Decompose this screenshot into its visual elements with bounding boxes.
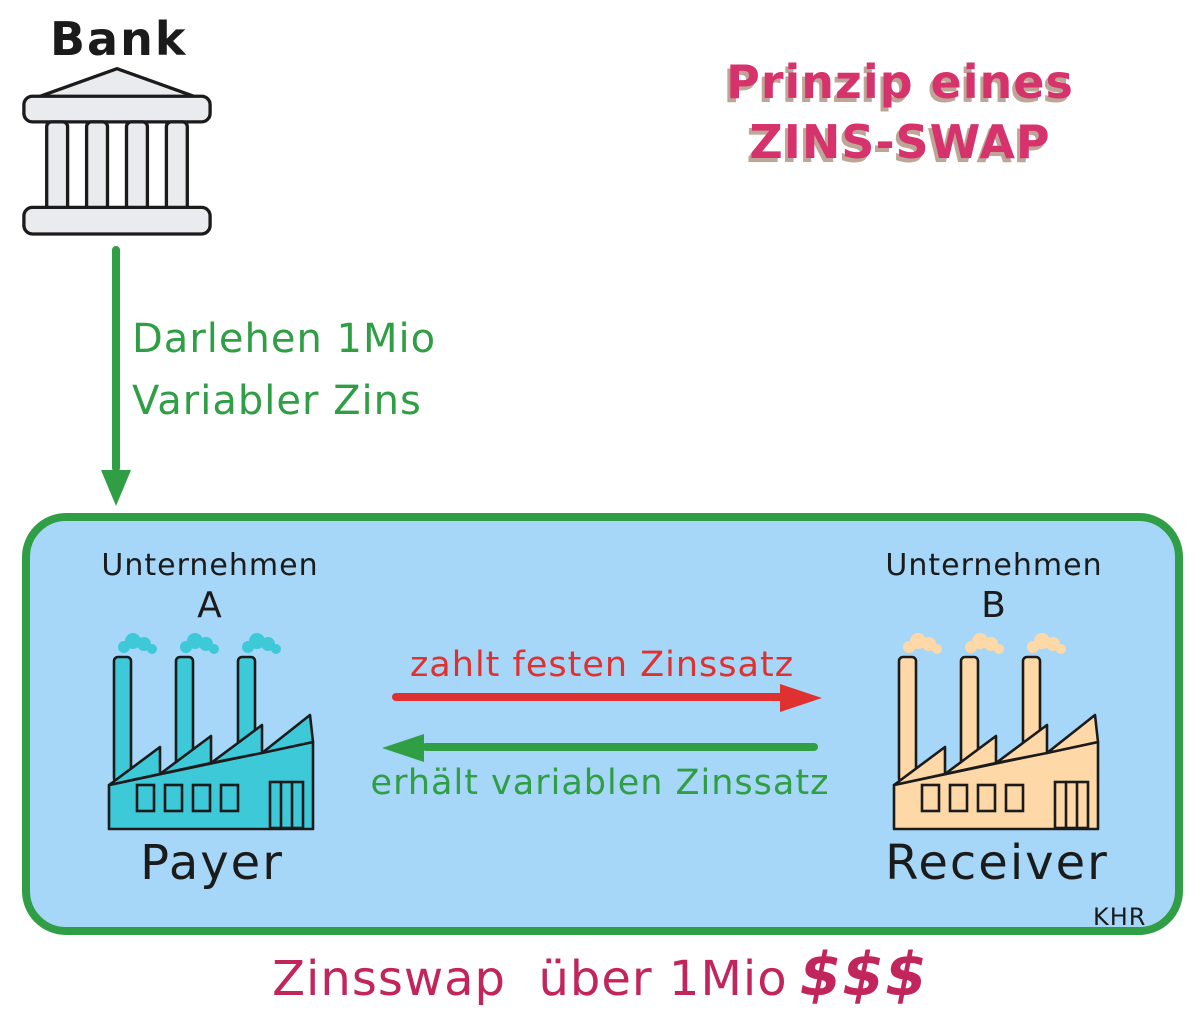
arrow-right-icon bbox=[780, 684, 822, 712]
receiver-label: Receiver bbox=[885, 835, 1109, 891]
company-a-name-text: Unternehmen bbox=[101, 548, 319, 583]
title-line1: Prinzip eines bbox=[726, 55, 1074, 109]
company-b-letter: B bbox=[981, 585, 1007, 626]
loan-arrow-shaft bbox=[112, 246, 120, 472]
swap-box: Unternehmen A bbox=[22, 513, 1183, 935]
company-b-name-text: Unternehmen bbox=[885, 548, 1103, 583]
bank-label: Bank bbox=[50, 12, 188, 66]
arrow-left-icon bbox=[382, 734, 424, 762]
smoke-puffs-icon bbox=[903, 633, 1066, 654]
title-line2: ZINS-SWAP bbox=[749, 115, 1051, 169]
variable-rate-arrow-shaft bbox=[422, 743, 818, 751]
page-title: Prinzip eines ZINS-SWAP bbox=[680, 52, 1120, 172]
smoke-puffs-icon bbox=[118, 633, 281, 654]
caption-dollars: $$$ bbox=[799, 940, 928, 1010]
payer-label: Payer bbox=[140, 835, 284, 891]
company-b-name: Unternehmen B bbox=[874, 547, 1114, 625]
signature: KHR bbox=[1093, 903, 1147, 931]
loan-label: Darlehen 1Mio Variabler Zins bbox=[132, 308, 436, 432]
factory-b-icon bbox=[892, 633, 1100, 831]
loan-label-line2: Variabler Zins bbox=[132, 378, 422, 424]
company-a-name: Unternehmen A bbox=[90, 547, 330, 625]
caption: Zinsswap über 1Mio$$$ bbox=[0, 940, 1200, 1010]
company-a-letter: A bbox=[197, 585, 223, 626]
variable-rate-label: erhält variablen Zinssatz bbox=[370, 763, 830, 803]
caption-text: Zinsswap über 1Mio bbox=[272, 951, 788, 1007]
bank-icon bbox=[22, 67, 212, 236]
arrow-down-icon bbox=[101, 470, 131, 506]
fixed-rate-arrow-shaft bbox=[392, 693, 784, 701]
fixed-rate-label: zahlt festen Zinssatz bbox=[409, 645, 795, 685]
loan-label-line1: Darlehen 1Mio bbox=[132, 316, 437, 362]
factory-a-icon bbox=[107, 633, 315, 831]
